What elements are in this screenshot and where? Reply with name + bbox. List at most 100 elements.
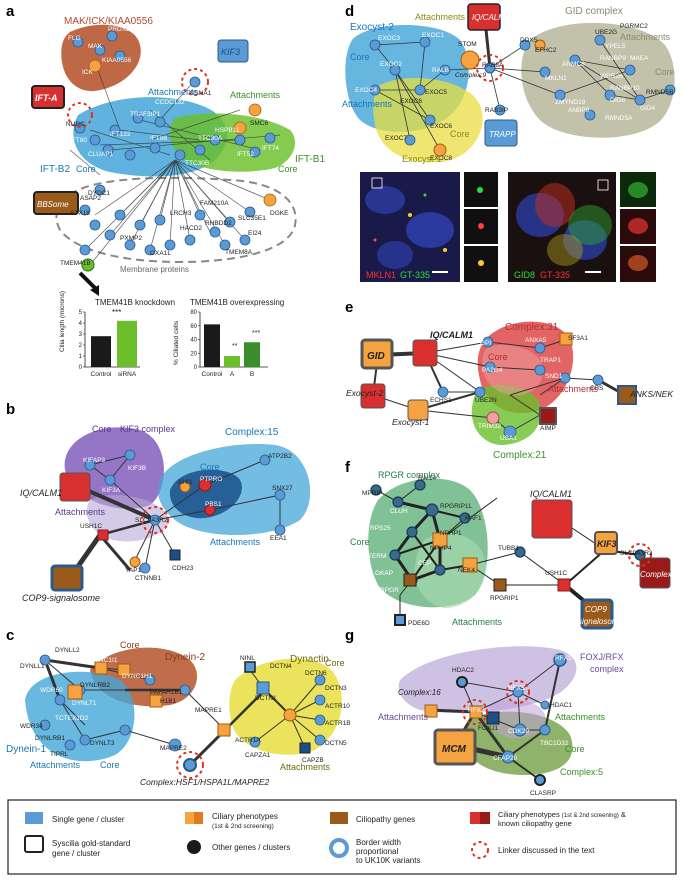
- svg-text:GID8: GID8: [610, 97, 626, 104]
- complex16-label: Complex:16: [398, 688, 441, 697]
- ift-b1-blob: [169, 113, 295, 172]
- bar-a: [224, 356, 240, 367]
- membrane-label: Membrane proteins: [120, 265, 189, 274]
- gid-label-e: GID: [367, 351, 385, 362]
- rab8a-linker-ring: [476, 54, 504, 82]
- bar2-ylabel: % Ciliated cells: [173, 320, 180, 365]
- svg-text:KIF3B: KIF3B: [128, 465, 146, 472]
- complex15-label: Complex:15: [225, 427, 279, 438]
- svg-text:RALB: RALB: [432, 67, 449, 74]
- svg-text:CCDC132: CCDC132: [155, 99, 185, 106]
- core-d1-label: Core: [100, 760, 120, 770]
- gid8-channel-label: GID8: [514, 270, 535, 280]
- svg-text:DYNLT1: DYNLT1: [72, 700, 97, 707]
- legend-ciliary-swatch-a: [185, 812, 194, 824]
- trapp-label: TRAPP: [489, 130, 516, 139]
- bar-category-label: Control: [202, 371, 224, 378]
- svg-text:RAI14: RAI14: [418, 475, 436, 482]
- microscopy-gid8: GID8 GT-335: [508, 172, 656, 282]
- panel-b-nodes: [84, 449, 286, 574]
- ssna1-linker-ring: [181, 68, 209, 96]
- dynein2-label: Dynein-2: [165, 652, 205, 663]
- svg-text:PBS1: PBS1: [205, 501, 222, 508]
- legend-gold-swatch: [24, 835, 44, 853]
- dctn1-node: [256, 681, 270, 695]
- core-d2-label: Core: [120, 640, 140, 650]
- core-gid-label: Core: [655, 67, 675, 77]
- svg-text:CLUH: CLUH: [390, 508, 408, 515]
- svg-text:USA1: USA1: [500, 435, 517, 442]
- y-tick-label: 40: [190, 338, 197, 344]
- svg-text:RANBP9: RANBP9: [600, 55, 626, 62]
- svg-text:SLC9A3R2: SLC9A3R2: [135, 517, 168, 524]
- svg-text:NPHP4: NPHP4: [430, 545, 452, 552]
- pde6d-node: [394, 614, 406, 626]
- dynein1-label: Dynein-1: [6, 744, 46, 755]
- svg-text:ACTR10: ACTR10: [325, 703, 350, 710]
- svg-text:EXOC3: EXOC3: [378, 35, 400, 42]
- svg-text:CLUAP1: CLUAP1: [88, 151, 114, 158]
- svg-text:SLC9A3R2: SLC9A3R2: [620, 550, 653, 557]
- attachments-c1-label: Attachments: [30, 760, 81, 770]
- y-tick-label: 20: [190, 351, 197, 357]
- exocyst1-label-e: Exocyst-1: [392, 417, 430, 427]
- svg-text:MAK: MAK: [88, 43, 103, 50]
- svg-text:STX18: STX18: [70, 210, 90, 217]
- legend: Single gene / cluster Syscilia gold-stan…: [7, 799, 677, 875]
- anks-nek-node: [617, 385, 637, 405]
- svg-text:SLC35E1: SLC35E1: [238, 215, 266, 222]
- gid-node-e: [360, 338, 394, 370]
- svg-text:RMND5B: RMND5B: [646, 89, 673, 96]
- svg-text:TERM: TERM: [368, 553, 386, 560]
- legend-single-text: Single gene / cluster: [52, 815, 125, 824]
- svg-text:AHI1: AHI1: [178, 479, 193, 486]
- attachments-kif3-label: Attachments: [55, 507, 106, 517]
- core-dy-label: Core: [325, 658, 345, 668]
- bar2-sig-b: ***: [252, 330, 260, 337]
- svg-text:CDH23: CDH23: [172, 565, 194, 572]
- attachments-d1-label: Attachments: [415, 12, 466, 22]
- iq-calm1-node-f: [531, 499, 573, 539]
- hdac1-node: [540, 700, 550, 710]
- legend-known-swatch-a: [470, 812, 480, 824]
- svg-text:TTC30B: TTC30B: [185, 160, 209, 167]
- svg-text:SND1: SND1: [545, 373, 563, 380]
- svg-text:IFT52: IFT52: [237, 151, 254, 158]
- svg-text:IFT122: IFT122: [110, 131, 131, 138]
- core-e1-label: Core: [450, 129, 470, 139]
- svg-text:KIFAP3: KIFAP3: [83, 457, 105, 464]
- bbsome-cluster-node: [33, 191, 79, 215]
- svg-text:CEP: CEP: [418, 560, 431, 567]
- mapre2-linker-ring: [176, 751, 204, 779]
- svg-text:FOXJ1: FOXJ1: [478, 725, 499, 732]
- svg-text:EXOC6: EXOC6: [430, 123, 452, 130]
- complex-hsf-label: Complex:HSF1/HSPA1L/MAPRE2: [140, 777, 270, 787]
- core-e2-label: Core: [350, 52, 370, 62]
- svg-text:USH1C: USH1C: [80, 523, 102, 530]
- svg-text:EXOC6: EXOC6: [400, 98, 422, 105]
- svg-text:ANXA5: ANXA5: [525, 337, 547, 344]
- iq-calm1-node-e: [412, 339, 438, 367]
- svg-text:EXOC1: EXOC1: [422, 32, 444, 39]
- panel-c-orange-nodes: [67, 661, 297, 737]
- svg-text:HACD2: HACD2: [180, 225, 202, 232]
- complex31-core-blob: [482, 344, 544, 396]
- legend-known-swatch-b: [480, 812, 490, 824]
- ush1c-node-f: [557, 578, 571, 592]
- complex5-label: Complex:5: [560, 767, 603, 777]
- attachments-b1-label: Attachments: [230, 90, 281, 100]
- cdh23-node: [169, 549, 181, 561]
- mcm-label: MCM: [442, 744, 467, 755]
- panel-e-label: e: [345, 299, 353, 316]
- complex15-label-f: Complex:15: [640, 570, 683, 579]
- exocyst2-label: Exocyst-2: [350, 22, 394, 33]
- svg-text:IFT80: IFT80: [70, 137, 87, 144]
- panel-d: d: [342, 3, 676, 282]
